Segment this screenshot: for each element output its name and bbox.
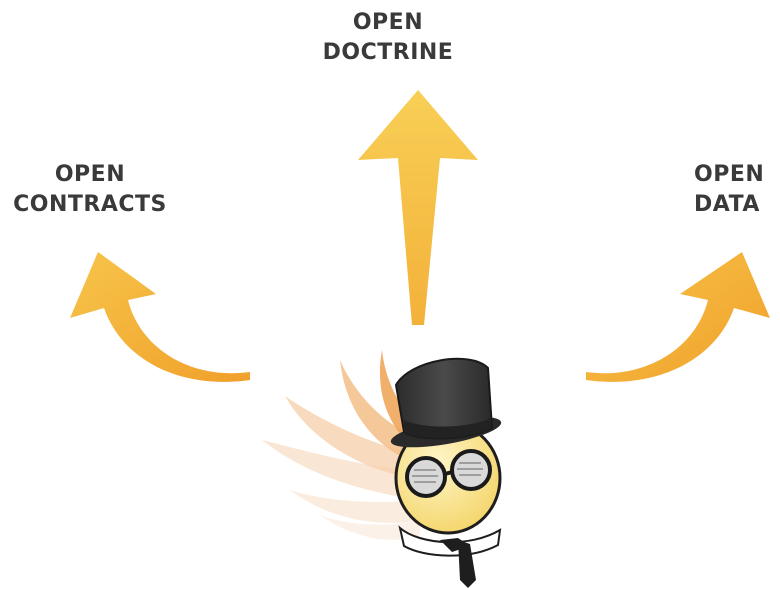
glasses-icon (405, 449, 492, 498)
curved-arrow-right-icon (586, 252, 770, 382)
curved-arrow-left-icon (70, 252, 250, 382)
label-open-contracts-line2: CONTRACTS (13, 192, 167, 217)
top-hat-mascot-icon (262, 350, 502, 588)
label-open-doctrine: OPEN DOCTRINE (318, 8, 458, 68)
label-open-contracts-line1: OPEN (54, 162, 126, 187)
label-open-data-line2: DATA (694, 192, 760, 217)
label-open-data-line1: OPEN (694, 162, 765, 187)
arrow-up-icon (358, 90, 478, 325)
label-open-data: OPEN DATA (694, 160, 780, 220)
label-open-doctrine-line2: DOCTRINE (322, 40, 454, 65)
label-open-doctrine-line1: OPEN (352, 10, 424, 35)
label-open-contracts: OPEN CONTRACTS (0, 160, 180, 220)
